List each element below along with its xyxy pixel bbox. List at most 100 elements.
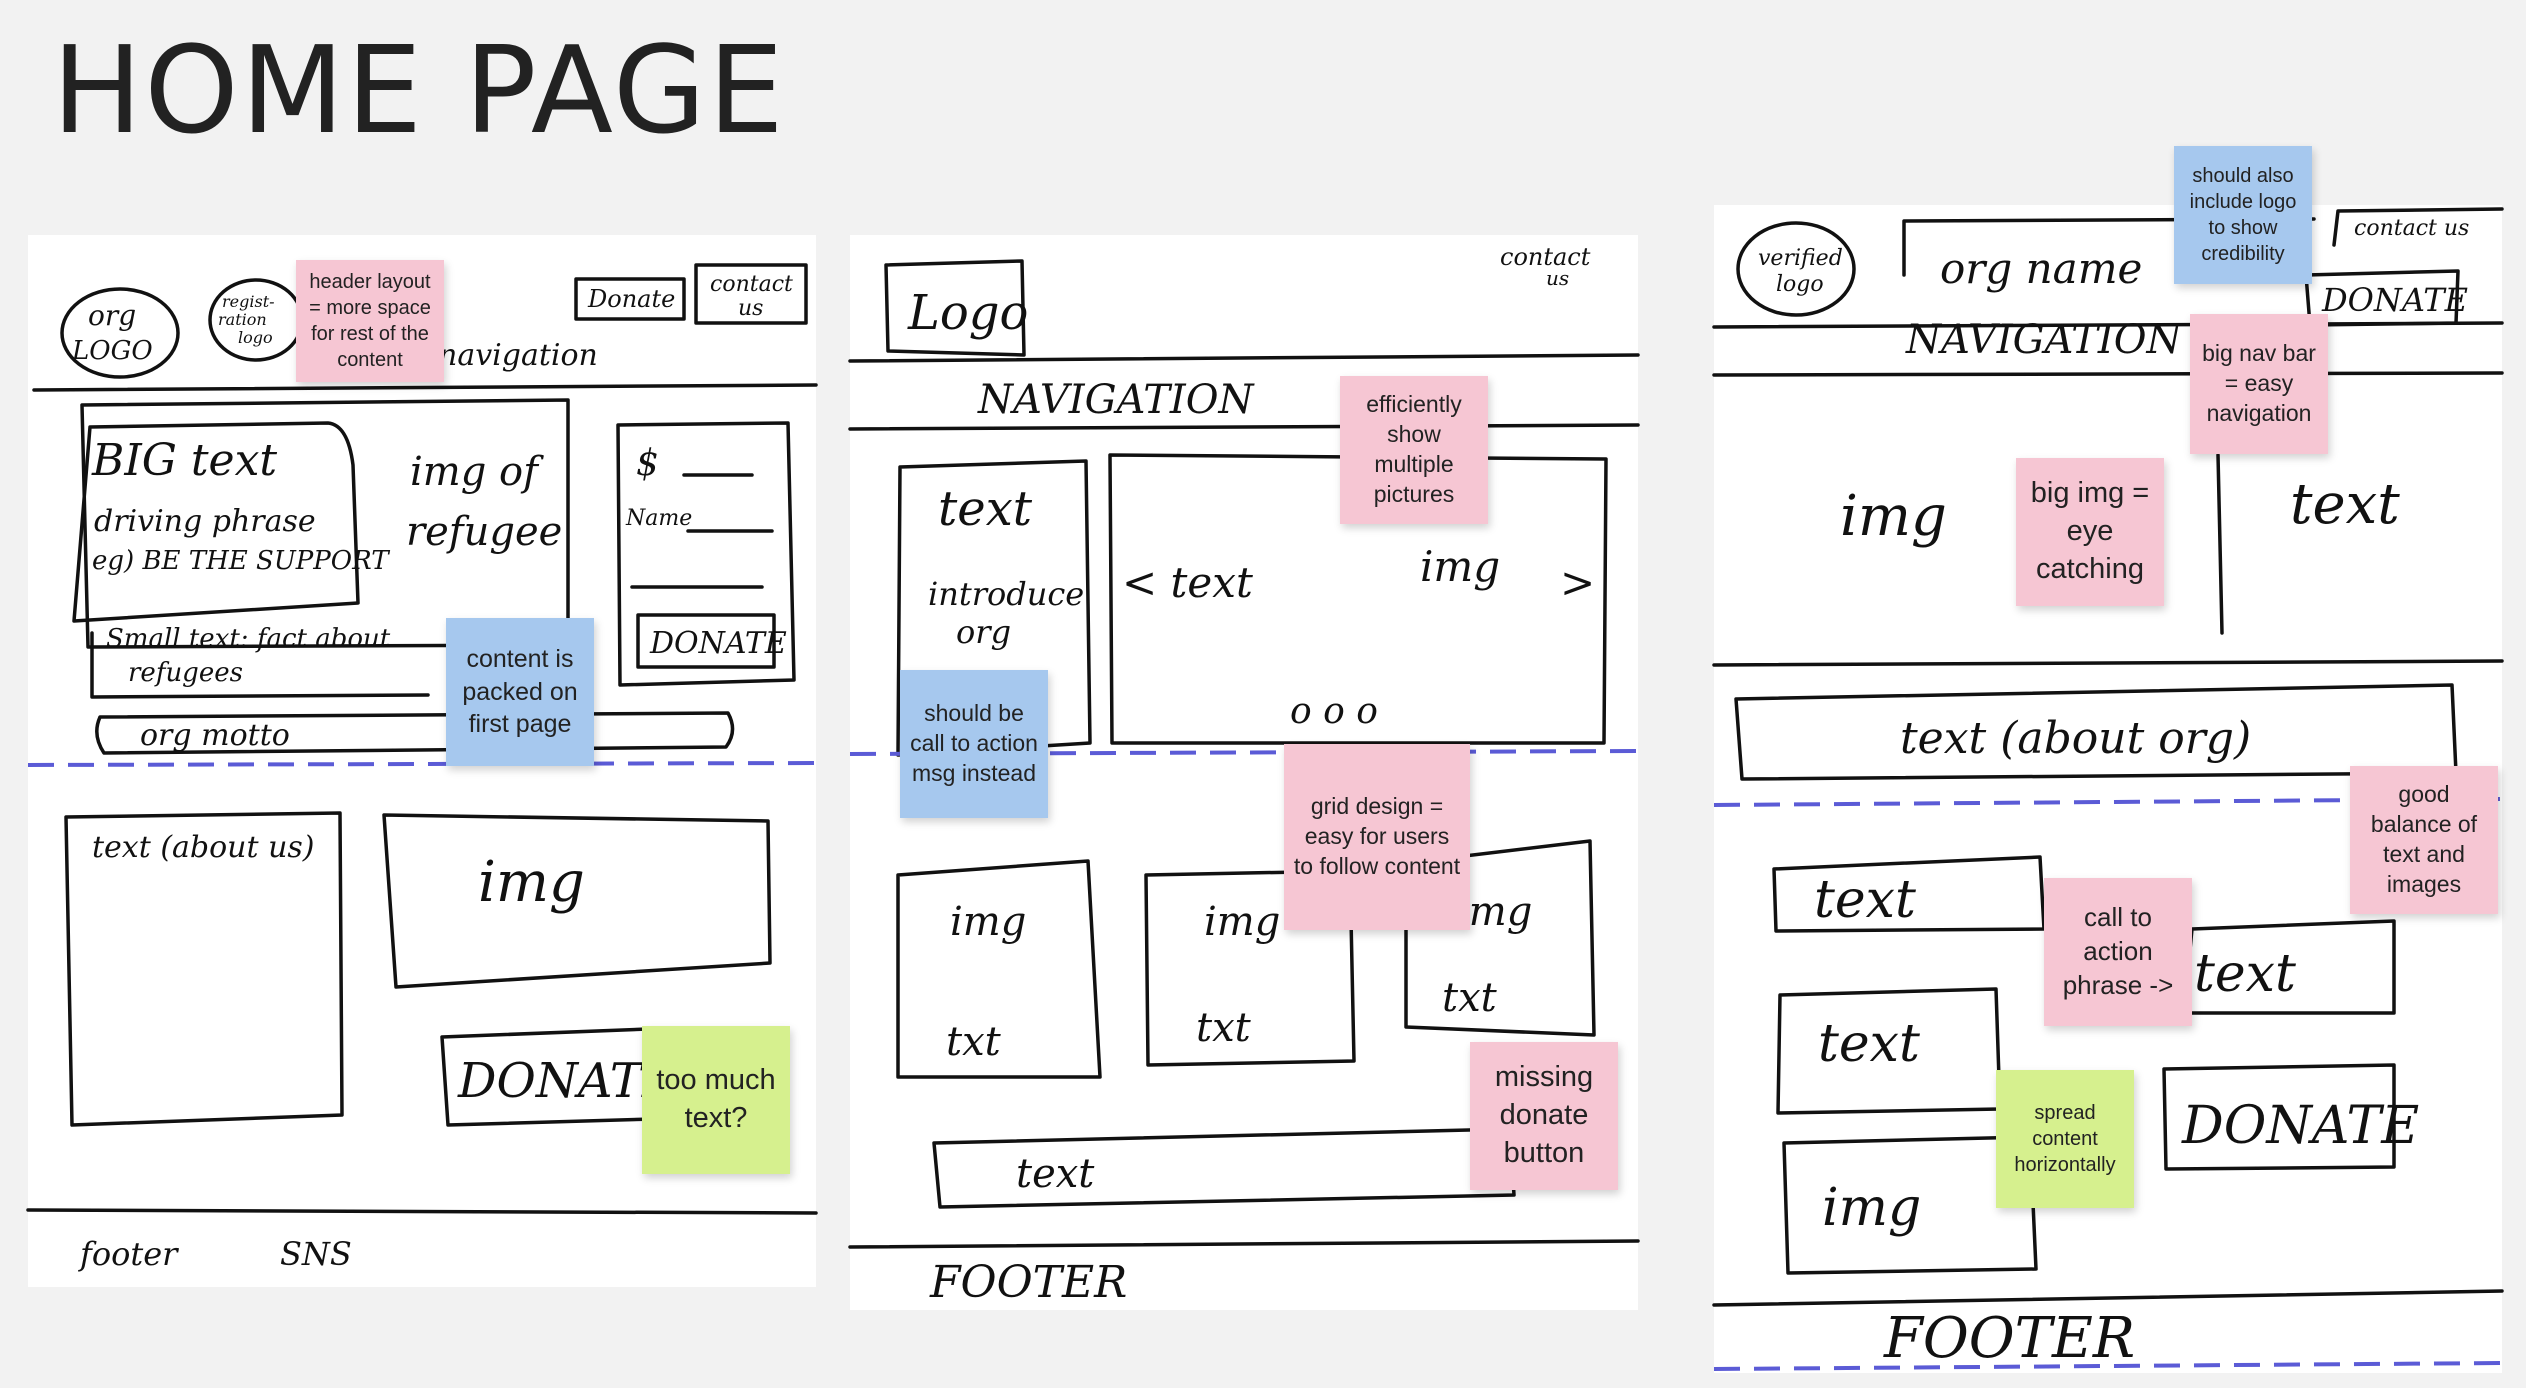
navigation-text: NAVIGATION xyxy=(977,377,1256,423)
grid-img-2: img xyxy=(1204,899,1280,945)
footer-text: FOOTER xyxy=(929,1257,1127,1308)
small-text-2: refugees xyxy=(128,658,243,688)
footer-text: footer xyxy=(78,1235,179,1273)
hero-img-text: img xyxy=(1840,484,1947,549)
img-box-2 xyxy=(1782,1135,2038,1275)
lower-text-3: text xyxy=(1818,1014,1920,1074)
donate-top-box xyxy=(574,277,686,321)
footer-text: FOOTER xyxy=(1883,1306,2135,1371)
hero-bottom-line xyxy=(1712,659,2504,667)
grid-txt-2: txt xyxy=(1196,1005,1252,1051)
small-text-1: Small text: fact about xyxy=(106,624,391,654)
org-name-text: org name xyxy=(1940,244,2142,293)
grid-img-1: img xyxy=(950,899,1026,945)
sticky-note: content is packed on first page xyxy=(446,618,594,766)
about-text: text (about org) xyxy=(1900,713,2251,764)
lower-img-text: img xyxy=(1822,1178,1921,1238)
donate-big-text: DONATE xyxy=(457,1053,677,1109)
header-line-top xyxy=(848,353,1640,363)
bottom-line xyxy=(1713,1361,2503,1371)
about-box xyxy=(64,811,344,1127)
dollar-text: $ xyxy=(636,443,659,484)
sticky-note: missing donate button xyxy=(1470,1042,1618,1190)
donate-text: DONATE xyxy=(2321,281,2468,319)
grid-txt-3: txt xyxy=(1442,975,1498,1021)
footer-line xyxy=(26,1208,818,1215)
img-of-text: img of xyxy=(410,449,544,495)
sticky-note: big img = eye catching xyxy=(2016,458,2164,606)
sticky-note: efficiently show multiple pictures xyxy=(1340,376,1488,524)
reg-logo-text-2: ration xyxy=(218,310,267,329)
intro-box xyxy=(896,459,1092,757)
header-line xyxy=(1712,321,2504,329)
footer-line xyxy=(1712,1289,2504,1307)
navigation-text: NAVIGATION xyxy=(1905,317,2184,363)
big-text: BIG text xyxy=(91,435,277,486)
carousel-dots: o o o xyxy=(1290,691,1378,732)
grid-card-1 xyxy=(896,859,1102,1079)
sticky-note: too much text? xyxy=(642,1026,790,1174)
sketch-3-drawing: verified logo org name contact us DONATE… xyxy=(1712,207,2504,1371)
contact-top-box xyxy=(694,263,808,325)
eg-text: eg) BE THE SUPPORT xyxy=(92,546,390,576)
lower-text-2: text xyxy=(2194,944,2296,1004)
logo-text: Logo xyxy=(907,285,1028,341)
small-text-box xyxy=(90,631,430,699)
footer-line xyxy=(848,1239,1640,1249)
contact-text-2: us xyxy=(1546,266,1569,290)
lower-text-1: text xyxy=(1814,870,1916,930)
reg-logo-text-1: regist- xyxy=(222,292,275,311)
verified-logo-circle xyxy=(1736,221,1856,317)
sticky-note: grid design = easy for users to follow c… xyxy=(1284,744,1470,930)
hero-divider xyxy=(2216,453,2224,635)
motto-bar xyxy=(95,711,735,755)
grid-card-3 xyxy=(1404,839,1596,1037)
sticky-note: header layout = more space for rest of t… xyxy=(296,260,444,382)
logo-box xyxy=(884,259,1026,357)
driving-phrase: driving phrase xyxy=(94,504,316,539)
bottom-text-bar xyxy=(932,1127,1516,1209)
donate-top-text: Donate xyxy=(587,285,675,313)
donate-box xyxy=(636,613,776,669)
sticky-note: should be call to action msg instead xyxy=(900,670,1048,818)
donate-big-text: DONATE xyxy=(2181,1096,2419,1156)
contact-text-1: contact xyxy=(1500,243,1591,271)
sticky-note: call to action phrase -> xyxy=(2044,878,2192,1026)
introduce-text: introduce xyxy=(928,575,1084,613)
org-logo-text: org xyxy=(88,299,136,332)
sticky-note: should also include logo to show credibi… xyxy=(2174,146,2312,284)
verified-text-1: verified xyxy=(1758,246,1843,271)
org-logo-circle xyxy=(60,287,180,379)
donate-box-text: DONATE xyxy=(649,626,787,661)
bottom-bar-text: text xyxy=(1016,1151,1095,1197)
carousel-img: img xyxy=(1420,542,1500,591)
sticky-note: big nav bar = easy navigation xyxy=(2190,314,2328,454)
sketch-board-3: verified logo org name contact us DONATE… xyxy=(1712,205,2504,1373)
hero-text: text xyxy=(2290,472,2400,537)
reg-logo-text-3: logo xyxy=(238,328,273,347)
sns-text: SNS xyxy=(280,1235,352,1273)
page-title: HOME PAGE xyxy=(52,22,786,161)
contact-text: contact us xyxy=(2354,216,2469,241)
carousel-text: < text xyxy=(1122,558,1253,607)
contact-text-1: contact xyxy=(710,272,793,297)
name-text: Name xyxy=(625,506,692,531)
fold-line xyxy=(27,761,817,767)
donate-big-box xyxy=(2162,1063,2396,1171)
nav-line-bottom xyxy=(848,423,1640,431)
sketch-board-1: org LOGO regist- ration logo Donate cont… xyxy=(26,235,818,1287)
big-text-box xyxy=(72,421,360,623)
verified-text-2: logo xyxy=(1776,272,1824,297)
contact-bracket xyxy=(2332,207,2504,247)
carousel-arrow: > xyxy=(1560,558,1595,607)
img-text: img xyxy=(478,850,585,915)
intro-text: text xyxy=(938,481,1033,537)
img-box xyxy=(382,813,772,989)
about-text: text (about us) xyxy=(92,830,315,865)
refugee-text: refugee xyxy=(406,509,562,555)
donation-form-box xyxy=(616,421,796,687)
org-logo-text-2: LOGO xyxy=(71,336,153,366)
sticky-note: spread content horizontally xyxy=(1996,1070,2134,1208)
nav-line-bottom xyxy=(1712,371,2504,377)
grid-txt-1: txt xyxy=(946,1019,1002,1065)
